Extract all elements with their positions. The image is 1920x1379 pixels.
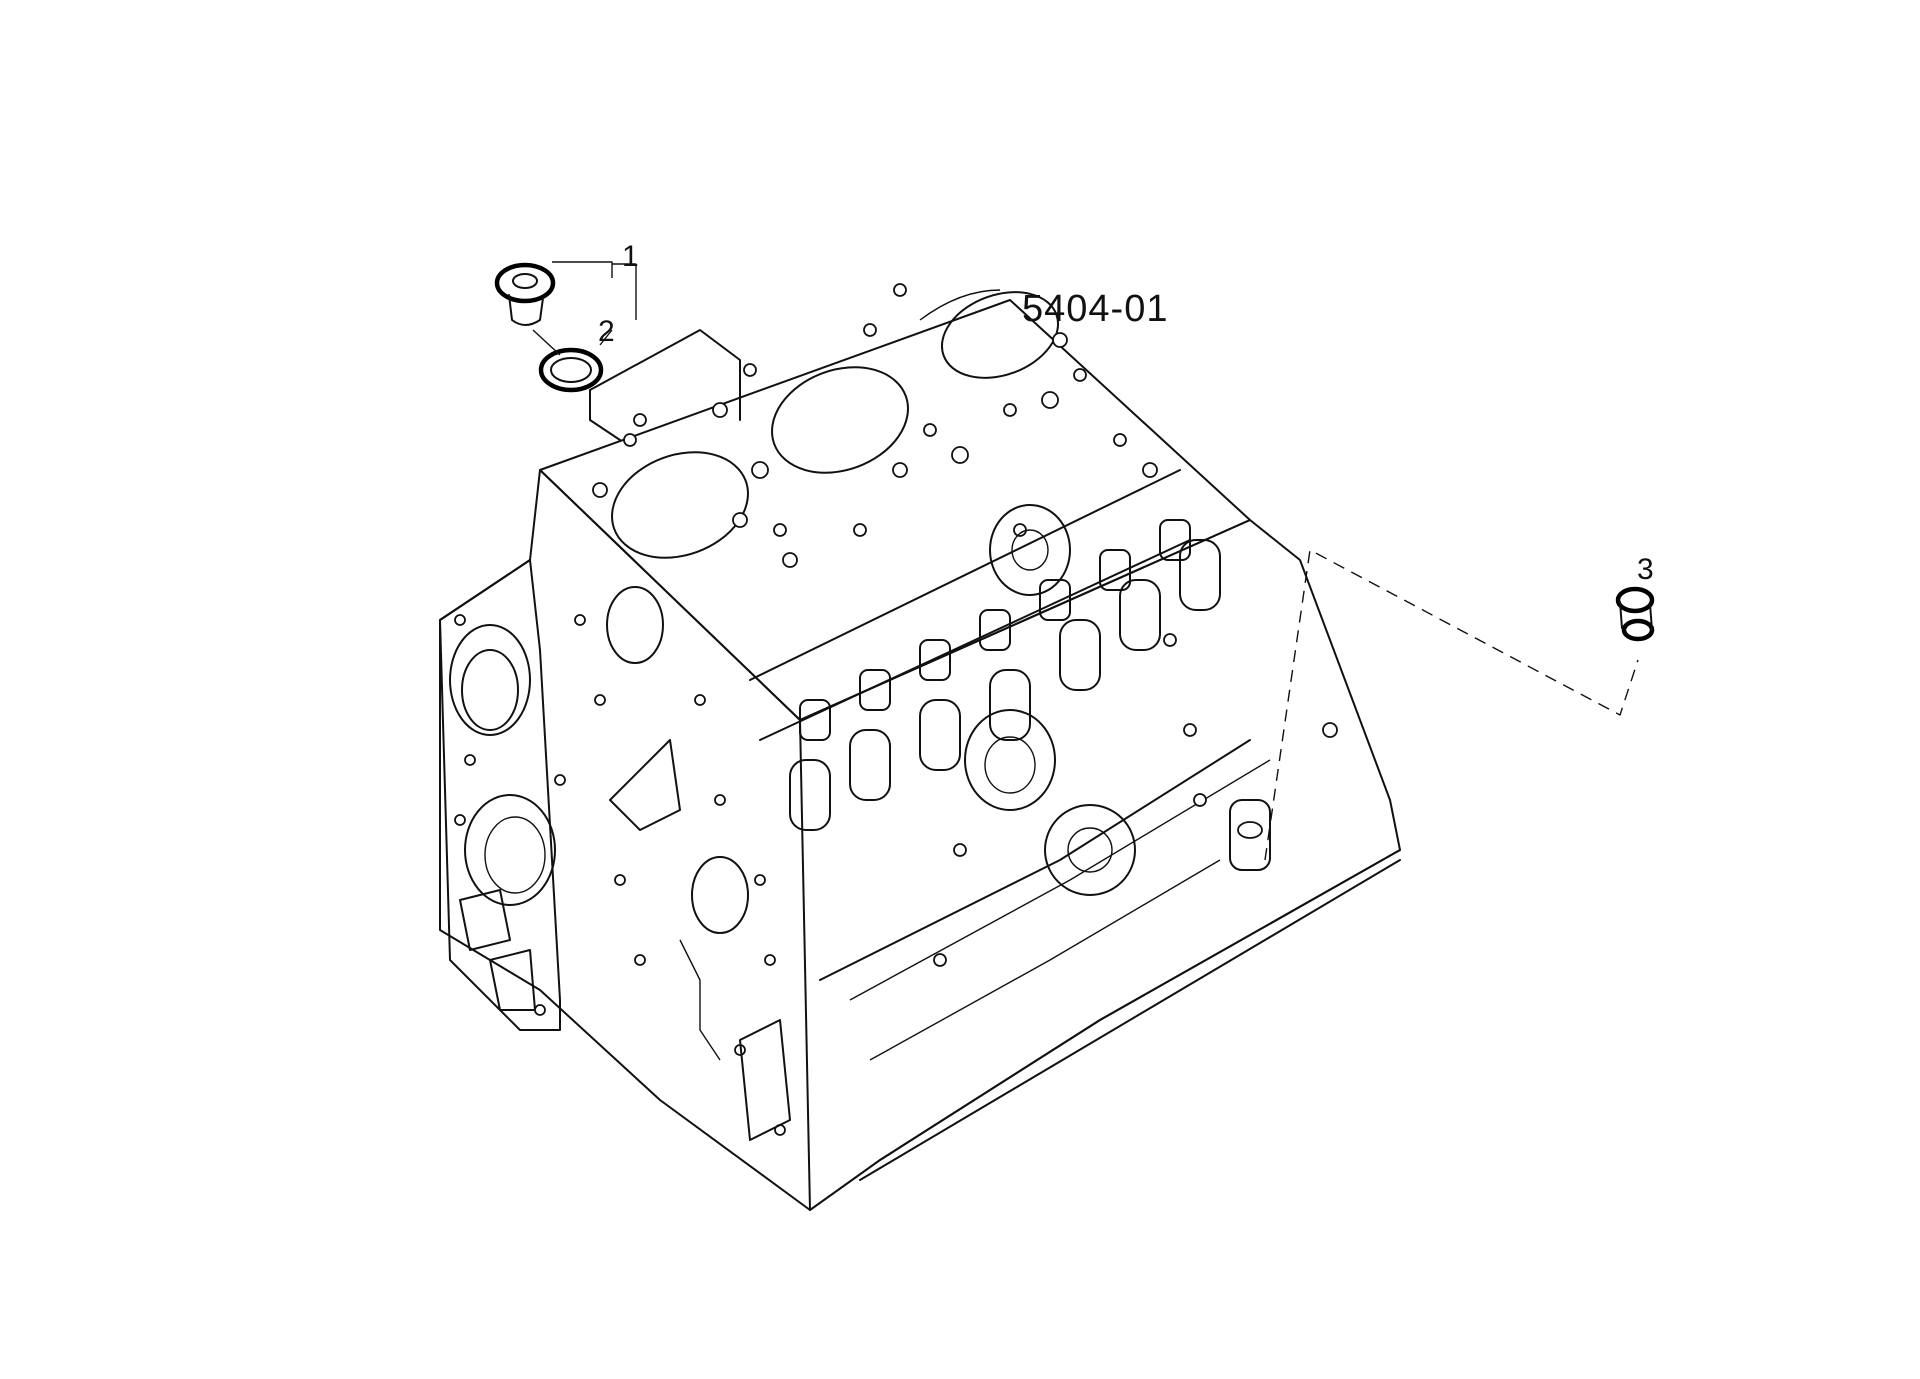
figure-code: 5404-01 [1022,288,1169,330]
part-1-plug [494,262,556,326]
part-2-washer [538,347,604,393]
callout-3-label: 3 [1637,553,1654,586]
engine-block [439,283,1401,1211]
callout-2-label: 2 [598,315,615,348]
part-3-drain-plug [1615,586,1655,642]
leader-lines [532,261,1639,861]
callout-1-label: 1 [622,240,639,273]
